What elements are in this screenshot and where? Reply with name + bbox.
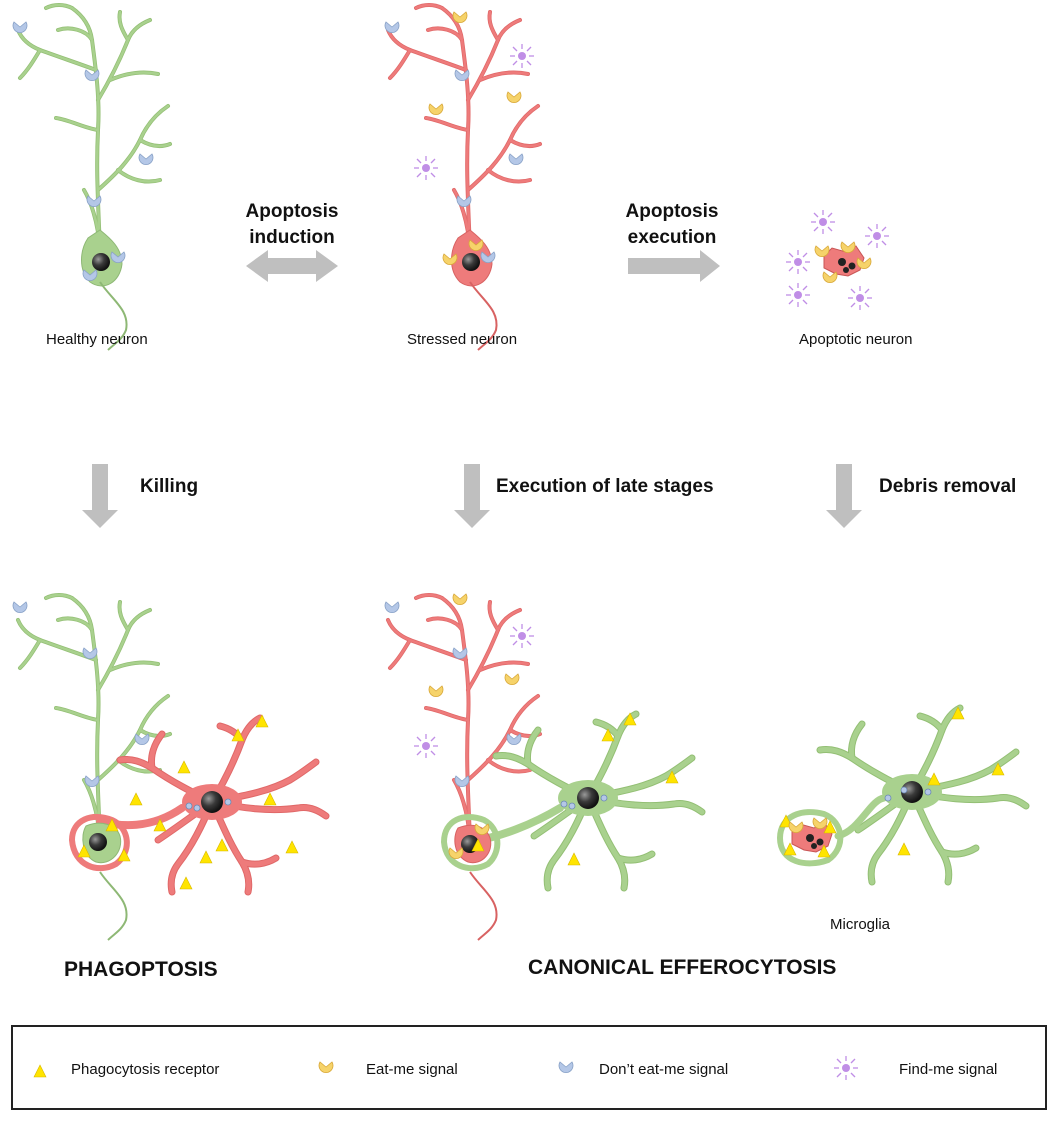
- stressed-neuron-label: Stressed neuron: [407, 331, 518, 348]
- legend-receptor-label: Phagocytosis receptor: [71, 1061, 220, 1078]
- legend: Phagocytosis receptor Eat-me signal Don’…: [11, 1025, 1047, 1110]
- down-arrow-debris: [826, 464, 862, 528]
- phagoptosis-title: PHAGOPTOSIS: [64, 958, 218, 981]
- efferocytosis-scene: [384, 593, 702, 941]
- phagoptosis-scene: [12, 593, 326, 941]
- debris-removal-scene: [776, 707, 1026, 882]
- induction-line1: Apoptosis: [245, 201, 339, 222]
- apoptosis-induction-label: Apoptosis induction: [232, 199, 352, 251]
- healthy-neuron-label: Healthy neuron: [46, 331, 148, 348]
- execution-line2: execution: [627, 227, 717, 248]
- right-arrow: [628, 250, 720, 282]
- legend-eat-me-label: Eat-me signal: [366, 1061, 458, 1078]
- legend-dont-eat-me-label: Don’t eat-me signal: [599, 1061, 729, 1078]
- apoptosis-execution-label: Apoptosis execution: [612, 199, 732, 251]
- healthy-neuron: [12, 3, 172, 351]
- down-arrow-killing: [82, 464, 118, 528]
- execution-line1: Apoptosis: [625, 201, 719, 222]
- microglia-label: Microglia: [830, 916, 891, 933]
- apoptotic-neuron: [785, 209, 890, 311]
- late-stages-label: Execution of late stages: [496, 476, 714, 497]
- stressed-neuron: [384, 3, 542, 351]
- efferocytosis-title: CANONICAL EFFEROCYTOSIS: [528, 956, 837, 979]
- double-arrow: [246, 250, 338, 282]
- apoptotic-neuron-label: Apoptotic neuron: [799, 331, 913, 348]
- induction-line2: induction: [249, 227, 335, 248]
- legend-find-me-label: Find-me signal: [899, 1061, 998, 1078]
- killing-label: Killing: [140, 476, 199, 497]
- debris-removal-label: Debris removal: [879, 476, 1017, 497]
- down-arrow-late: [454, 464, 490, 528]
